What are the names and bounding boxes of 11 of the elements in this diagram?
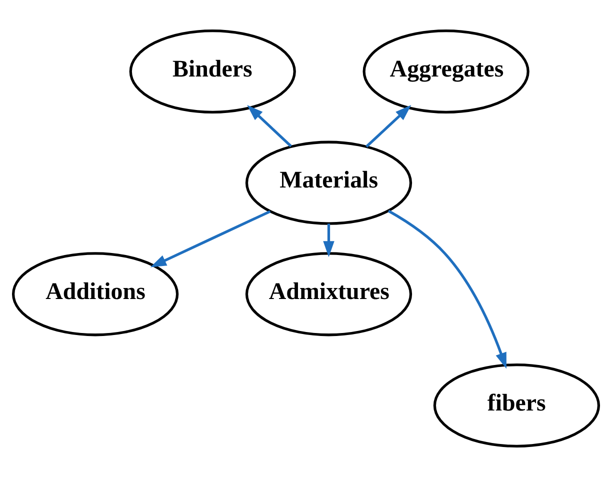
node-ellipse: fibers bbox=[433, 363, 600, 448]
arrow bbox=[150, 210, 271, 268]
arrow bbox=[323, 224, 334, 258]
node-ellipse: Additions bbox=[12, 252, 179, 336]
arrow bbox=[388, 210, 506, 369]
arrow bbox=[247, 105, 292, 148]
arrow bbox=[366, 105, 412, 148]
node-ellipse: Admixtures bbox=[245, 252, 412, 336]
node-ellipse: Materials bbox=[245, 140, 412, 225]
node-ellipse: Aggregates bbox=[362, 29, 530, 114]
node-ellipse: Binders bbox=[129, 29, 296, 114]
